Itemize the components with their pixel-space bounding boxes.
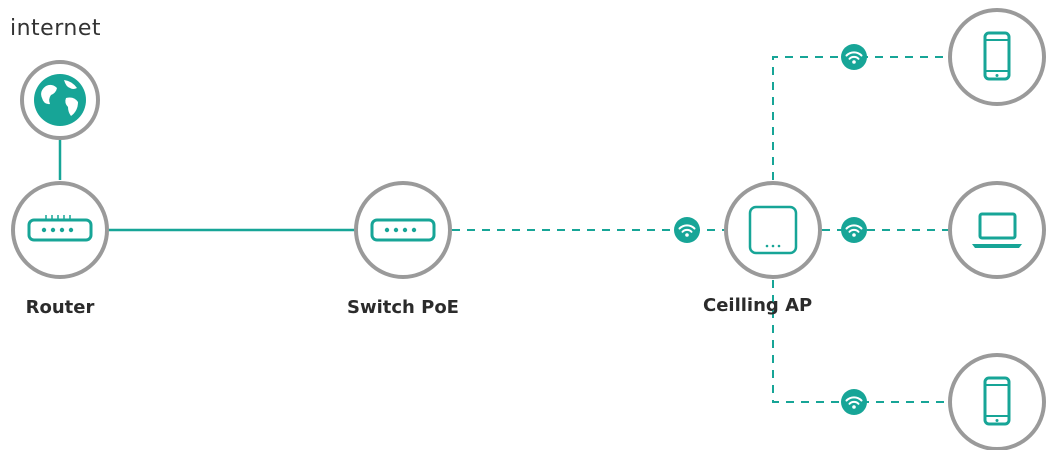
switch-label: Switch PoE: [347, 297, 459, 318]
switch-icon: [370, 218, 436, 242]
ap-label: Ceilling AP: [703, 295, 813, 316]
globe-icon: [34, 74, 86, 126]
node-rings: [11, 8, 1046, 450]
link-ap-phone-top: [772, 56, 950, 180]
smartphone-icon: [983, 376, 1011, 426]
wifi-icon: [840, 388, 868, 416]
ceiling-ap-icon: [748, 205, 798, 255]
wifi-icon: [673, 216, 701, 244]
wifi-icon: [840, 216, 868, 244]
internet-label: internet: [10, 16, 101, 41]
router-label: Router: [25, 297, 95, 318]
wireless-links: [452, 56, 950, 403]
link-ap-phone-bottom: [772, 280, 950, 403]
router-icon: [27, 215, 93, 242]
wifi-icon: [840, 43, 868, 71]
laptop-node: [948, 181, 1046, 279]
ap-node: [724, 181, 822, 279]
laptop-icon: [972, 212, 1022, 248]
smartphone-icon: [983, 31, 1011, 81]
phone-top-node: [948, 8, 1046, 106]
phone-bottom-node: [948, 353, 1046, 450]
